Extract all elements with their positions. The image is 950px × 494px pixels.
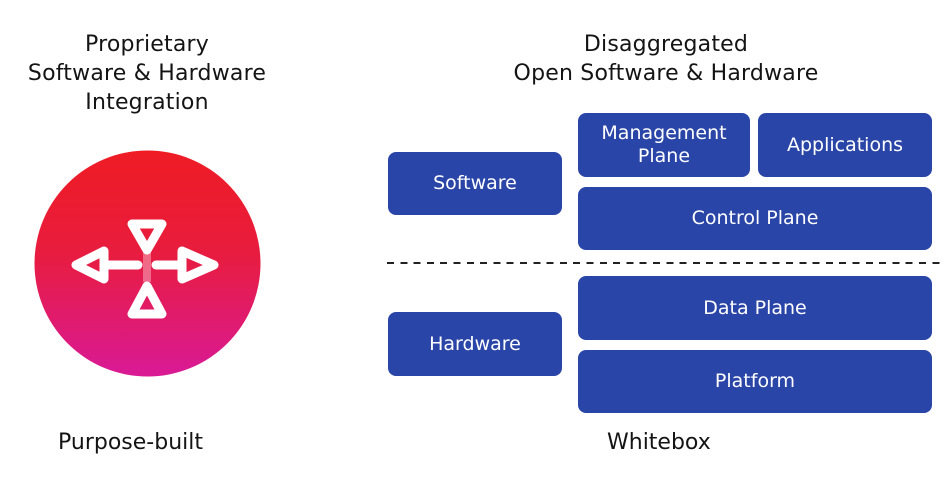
control-plane-box: Control Plane xyxy=(578,187,932,250)
applications-box: Applications xyxy=(758,113,932,177)
data-plane-box: Data Plane xyxy=(578,276,932,340)
control-plane-label: Control Plane xyxy=(691,207,819,229)
software-layer-box: Software xyxy=(388,152,562,215)
heading-line: Open Software & Hardware xyxy=(513,61,819,86)
hardware-layer-box: Hardware xyxy=(388,312,562,376)
heading-line: Disaggregated xyxy=(583,32,749,57)
data-plane-label: Data Plane xyxy=(703,296,807,319)
whitebox-caption: Whitebox xyxy=(607,430,711,455)
disaggregated-heading: Disaggregated Open Software & Hardware xyxy=(480,30,852,88)
converging-arrows-icon xyxy=(34,150,261,377)
management-plane-box: Management Plane xyxy=(578,113,750,177)
heading-line: Integration xyxy=(85,90,209,115)
platform-box: Platform xyxy=(578,350,932,413)
integration-circle-icon xyxy=(34,150,261,377)
management-plane-label-line: Plane xyxy=(637,145,691,167)
software-label: Software xyxy=(433,172,517,194)
arrow-right-icon xyxy=(151,246,219,284)
arrow-down-icon xyxy=(127,188,167,255)
management-plane-label-line: Management xyxy=(601,122,727,144)
hardware-label: Hardware xyxy=(429,332,521,355)
heading-line: Proprietary xyxy=(85,32,209,57)
proprietary-heading: Proprietary Software & Hardware Integrat… xyxy=(0,30,294,117)
heading-line: Software & Hardware xyxy=(27,61,267,86)
arrow-up-icon xyxy=(127,281,167,348)
center-glow xyxy=(143,246,151,282)
software-hardware-divider xyxy=(387,262,941,264)
purpose-built-caption: Purpose-built xyxy=(58,430,203,455)
platform-label: Platform xyxy=(714,370,796,392)
applications-label: Applications xyxy=(786,133,904,156)
circle-background xyxy=(34,150,261,377)
arrow-left-icon xyxy=(71,246,143,284)
